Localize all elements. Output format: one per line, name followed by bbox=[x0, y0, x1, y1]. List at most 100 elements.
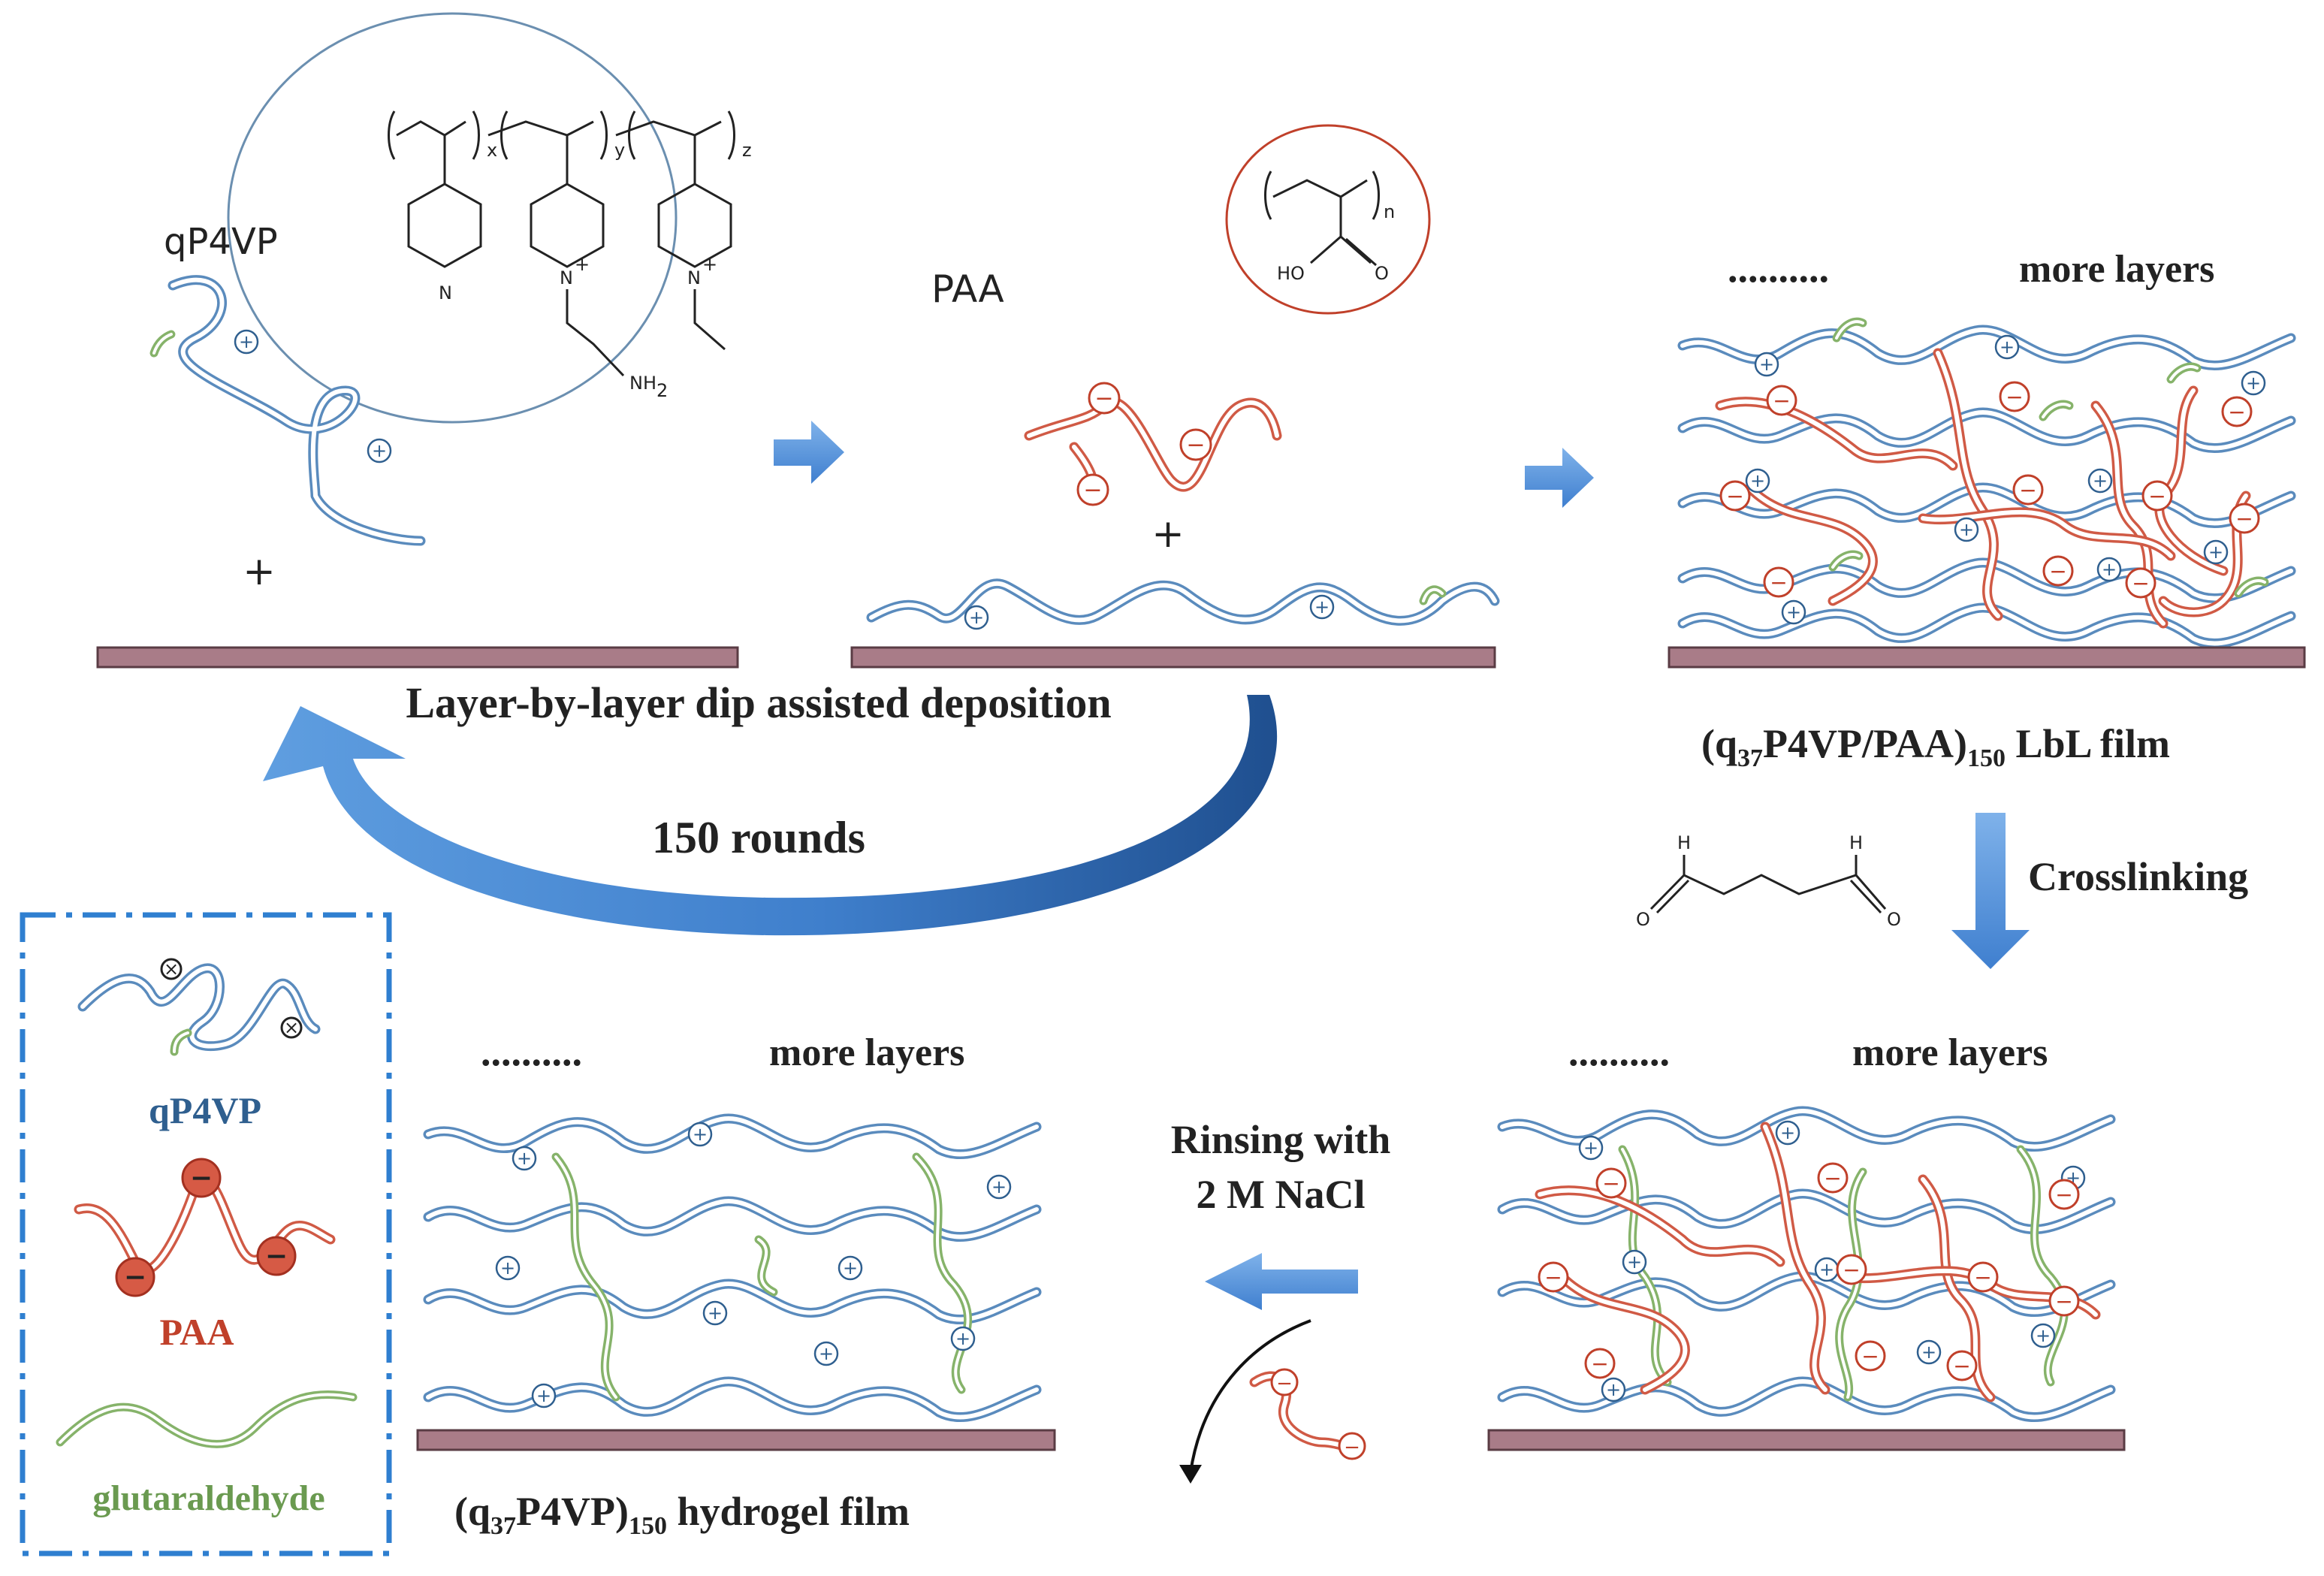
svg-text:+: + bbox=[1780, 1122, 1795, 1143]
more-layers-bottom-middle: more layers bbox=[769, 1031, 964, 1074]
svg-text:+: + bbox=[1921, 1342, 1936, 1363]
svg-text:+: + bbox=[1759, 354, 1774, 375]
svg-text:+: + bbox=[2093, 470, 2108, 491]
svg-text:−: − bbox=[1602, 1171, 1619, 1196]
ring1-n: N bbox=[439, 282, 452, 303]
svg-text:+: + bbox=[2246, 373, 2261, 394]
charge-badge-mid-2: + bbox=[1309, 594, 1335, 620]
dots-bottom-middle: .......... bbox=[481, 1029, 582, 1074]
qp4vp-chain-top bbox=[149, 275, 426, 546]
svg-text:−: − bbox=[1824, 1166, 1841, 1191]
cb-br-n4: − bbox=[1538, 1261, 1569, 1293]
svg-text:−: − bbox=[2049, 559, 2066, 584]
cb-hg-4: + bbox=[495, 1255, 521, 1281]
plus-sign-left: + bbox=[243, 549, 276, 594]
qp4vp-label: qP4VP bbox=[164, 221, 278, 263]
legend-box: × × qP4VP − − − PAA glutaraldehyde bbox=[20, 912, 392, 1556]
rounds-label: 150 rounds bbox=[652, 813, 865, 862]
paa-o: O bbox=[1375, 263, 1389, 284]
cb-hg-9: + bbox=[531, 1383, 557, 1408]
svg-text:+: + bbox=[372, 440, 387, 461]
cb-br-4: + bbox=[1622, 1249, 1647, 1275]
substrate-hydrogel bbox=[416, 1429, 1056, 1451]
charge-badge-top-1: + bbox=[234, 329, 259, 355]
svg-text:−: − bbox=[2132, 571, 2149, 596]
cb-tr-n7: − bbox=[2229, 503, 2260, 534]
legend-qp4vp-label: qP4VP bbox=[149, 1089, 261, 1131]
svg-text:−: − bbox=[2019, 478, 2036, 503]
legend-paa-charge-2: − bbox=[115, 1257, 155, 1297]
arrow-right-2 bbox=[1525, 448, 1594, 508]
arrow-left bbox=[1205, 1253, 1358, 1310]
legend-glutaraldehyde-icon bbox=[56, 1390, 358, 1448]
substrate-left bbox=[96, 646, 739, 669]
curved-arrow-removal bbox=[1179, 1319, 1311, 1484]
ring2-chain bbox=[566, 289, 625, 377]
qp4vp-structure: x y z N N + NH 2 N + bbox=[227, 12, 752, 424]
svg-text:+: + bbox=[1819, 1259, 1834, 1280]
substrate-middle bbox=[850, 646, 1496, 669]
cb-tr-n1: − bbox=[1766, 385, 1797, 416]
charge-badge-paa-2: − bbox=[1179, 428, 1212, 461]
cb-hg-6: + bbox=[702, 1300, 728, 1326]
svg-text:−: − bbox=[1861, 1344, 1879, 1369]
ring3-chain bbox=[693, 289, 726, 351]
cb-hg-1: + bbox=[512, 1146, 537, 1171]
svg-text:−: − bbox=[1544, 1265, 1562, 1290]
cb-tr-n5: − bbox=[2012, 474, 2044, 506]
bracket-right-1 bbox=[472, 110, 480, 160]
svg-text:+: + bbox=[2102, 559, 2117, 580]
ring3 bbox=[657, 183, 732, 268]
svg-text:+: + bbox=[693, 1124, 708, 1145]
hydrogel-film bbox=[423, 1113, 1042, 1423]
dots-bottom-right: .......... bbox=[1568, 1029, 1670, 1074]
cb-br-n3: − bbox=[2048, 1179, 2080, 1210]
charge-badge-mid-1: + bbox=[964, 605, 989, 630]
svg-text:+: + bbox=[708, 1303, 723, 1324]
ring3-n: N bbox=[687, 267, 701, 288]
glut-o-right: O bbox=[1887, 909, 1901, 930]
cb-br-1: + bbox=[1578, 1135, 1604, 1161]
adsorbed-chain-middle bbox=[866, 578, 1500, 626]
hydrogel-film-label: (q37P4VP)150 hydrogel film bbox=[454, 1489, 910, 1540]
bracket-left-1 bbox=[388, 110, 396, 160]
svg-text:−: − bbox=[1344, 1436, 1360, 1459]
cb-br-6: + bbox=[1916, 1339, 1942, 1365]
plus-sign-middle: + bbox=[1151, 512, 1185, 557]
cycle-arrow bbox=[263, 695, 1278, 936]
cb-br-n10: − bbox=[1946, 1350, 1978, 1381]
cb-br-n2: − bbox=[1817, 1162, 1849, 1194]
cb-tr-8: + bbox=[2203, 539, 2229, 565]
released-charge-2: − bbox=[1338, 1432, 1366, 1460]
dots-top-right: .......... bbox=[1728, 246, 1829, 291]
charge-badge-paa-3: − bbox=[1076, 473, 1109, 506]
bracket-left-2 bbox=[500, 110, 509, 160]
arrow-down bbox=[1951, 813, 2030, 969]
charge-badge-top-2: + bbox=[367, 438, 392, 463]
nh2-sub: 2 bbox=[656, 380, 668, 401]
arrow-right-1 bbox=[774, 421, 844, 484]
svg-text:−: − bbox=[1953, 1354, 1970, 1378]
cb-tr-5: + bbox=[2087, 468, 2113, 494]
cb-tr-n6: − bbox=[2141, 480, 2173, 512]
paa-structure: n HO O bbox=[1225, 124, 1431, 315]
svg-text:−: − bbox=[1276, 1372, 1293, 1395]
svg-text:−: − bbox=[2055, 1289, 2072, 1314]
cb-br-2: + bbox=[1775, 1120, 1800, 1146]
svg-text:+: + bbox=[239, 331, 254, 352]
cb-hg-7: + bbox=[813, 1341, 839, 1366]
svg-text:+: + bbox=[2000, 337, 2015, 358]
cb-tr-1: + bbox=[1754, 352, 1779, 377]
cb-br-n6: − bbox=[1967, 1261, 1999, 1293]
svg-text:−: − bbox=[124, 1262, 146, 1293]
ring2-plus: + bbox=[575, 254, 590, 275]
more-layers-top-right: more layers bbox=[2019, 248, 2214, 291]
svg-text:−: − bbox=[2006, 385, 2023, 409]
released-charge-1: − bbox=[1270, 1368, 1299, 1396]
svg-text:+: + bbox=[991, 1176, 1007, 1197]
cb-tr-n4: − bbox=[1719, 480, 1751, 512]
cb-tr-n10: − bbox=[2125, 567, 2156, 599]
cb-tr-9: + bbox=[1781, 599, 1806, 625]
subscript-x: x bbox=[487, 140, 497, 161]
